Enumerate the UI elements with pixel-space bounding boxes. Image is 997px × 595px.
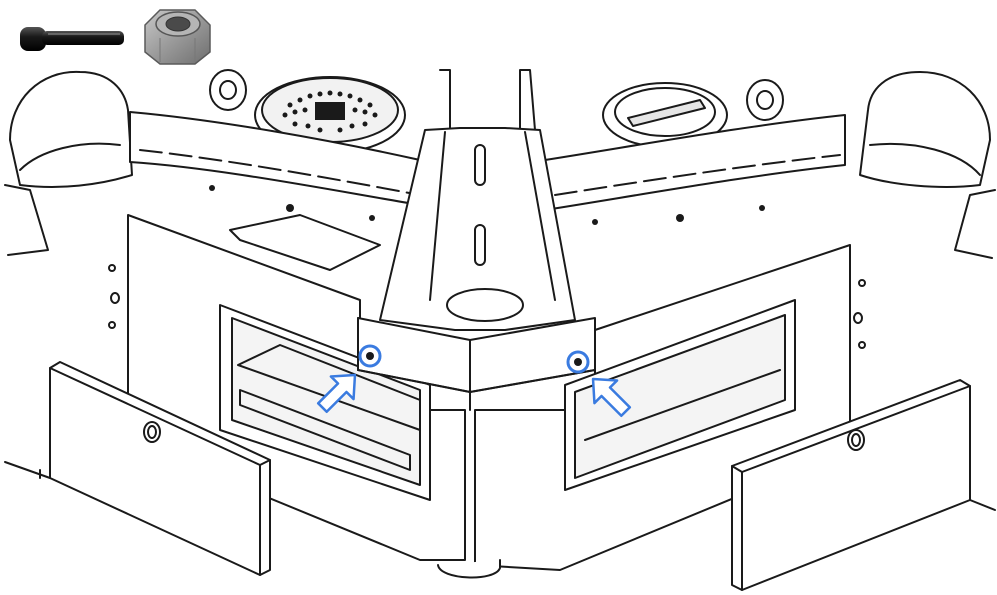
right-bolt-hole-highlight <box>566 350 590 374</box>
hex-socket-bolt-icon <box>20 27 124 51</box>
machine-line-drawing <box>4 69 996 591</box>
ring-screws <box>209 185 765 225</box>
perforated-grate <box>282 90 378 133</box>
arrow-up-left-icon <box>591 377 632 418</box>
arrow-up-right-icon <box>316 373 357 414</box>
left-bolt-hole-highlight <box>358 344 382 368</box>
lock-nut-icon <box>144 9 211 65</box>
